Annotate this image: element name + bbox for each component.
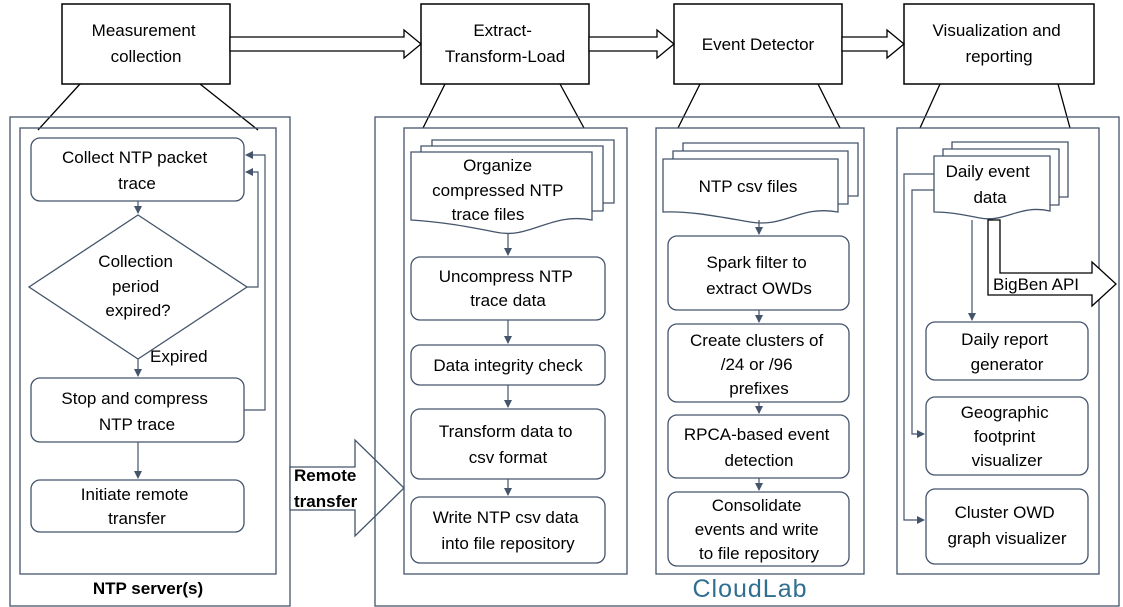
organize-document xyxy=(410,151,593,234)
initiate-transfer-box xyxy=(30,479,245,533)
uncompress-label: Uncompress NTP trace data xyxy=(439,267,578,310)
zoom-line xyxy=(677,83,701,129)
write-label: Write NTP csv data into file repository xyxy=(433,508,584,553)
consolidate-box xyxy=(667,491,850,567)
cloudlab-panel xyxy=(374,116,1120,607)
connector-cluster-owd xyxy=(903,173,934,524)
organize-label: Organize compressed NTP trace files xyxy=(432,156,568,224)
integrity-label: Data integrity check xyxy=(433,356,583,375)
stage-arrow-2 xyxy=(588,28,676,60)
cluster-owd-label: Cluster OWD graph visualizer xyxy=(947,503,1066,548)
expired-label: Expired xyxy=(150,347,208,366)
daily-event-label: Daily event data xyxy=(946,162,1035,207)
bigben-api-arrow xyxy=(987,219,1117,308)
server-inner-panel xyxy=(19,127,277,575)
cluster-owd-box xyxy=(925,488,1089,565)
etl-panel xyxy=(403,127,628,575)
zoom-line xyxy=(422,83,446,129)
daily-report-box xyxy=(925,321,1089,381)
stage-arrow-3 xyxy=(841,28,906,60)
zoom-line xyxy=(817,83,841,129)
connector-geo-footprint xyxy=(911,189,934,438)
daily-report-label: Daily report generator xyxy=(961,330,1053,374)
stage-measurement-box xyxy=(61,3,231,85)
decision-label: Collection period expired? xyxy=(98,252,177,320)
stage-event-label: Event Detector xyxy=(702,35,815,54)
csv-files-label: NTP csv files xyxy=(699,177,798,196)
loop-arrow-not-expired xyxy=(245,168,259,288)
remote-transfer-arrow xyxy=(289,438,405,538)
clusters-label: Create clusters of /24 or /96 prefixes xyxy=(690,331,828,398)
write-box xyxy=(410,496,606,564)
stage-arrow-1 xyxy=(229,28,423,60)
remote-transfer-label-1: Remote xyxy=(294,466,356,485)
initiate-transfer-label: Initiate remote transfer xyxy=(81,485,193,528)
consolidate-label: Consolidate events and write to file rep… xyxy=(695,496,824,563)
stage-etl-box xyxy=(420,3,590,85)
zoom-line xyxy=(37,83,81,131)
viz-panel xyxy=(896,127,1100,575)
cloudlab-logo: CloudLab xyxy=(692,575,807,603)
rpca-label: RPCA-based event detection xyxy=(684,425,834,470)
zoom-line xyxy=(919,83,941,129)
collect-label: Collect NTP packet trace xyxy=(62,148,212,193)
stage-viz-box xyxy=(903,3,1095,85)
transform-box xyxy=(410,408,606,480)
server-panel xyxy=(9,116,291,607)
geo-footprint-box xyxy=(925,396,1089,476)
csv-document xyxy=(662,158,839,224)
transform-label: Transform data to csv format xyxy=(439,422,577,467)
stop-compress-label: Stop and compress NTP trace xyxy=(61,389,212,434)
spark-box xyxy=(667,235,850,311)
geo-footprint-label: Geographic footprint visualizer xyxy=(961,403,1054,470)
stage-etl-label: Extract- Transform-Load xyxy=(445,21,565,66)
stage-viz-label: Visualization and reporting xyxy=(933,21,1066,66)
zoom-line xyxy=(559,83,585,129)
stage-measurement-label: Measurement collection xyxy=(92,21,201,66)
event-panel xyxy=(655,127,865,575)
loop-arrow-restart xyxy=(244,151,266,411)
remote-transfer-label-2: transfer xyxy=(294,492,358,511)
zoom-line xyxy=(199,83,259,131)
zoom-line xyxy=(1057,83,1071,129)
bigben-api-label: BigBen API xyxy=(993,275,1079,294)
server-panel-label: NTP server(s) xyxy=(93,579,203,598)
spark-label: Spark filter to extract OWDs xyxy=(706,253,812,298)
daily-event-document xyxy=(933,155,1051,220)
